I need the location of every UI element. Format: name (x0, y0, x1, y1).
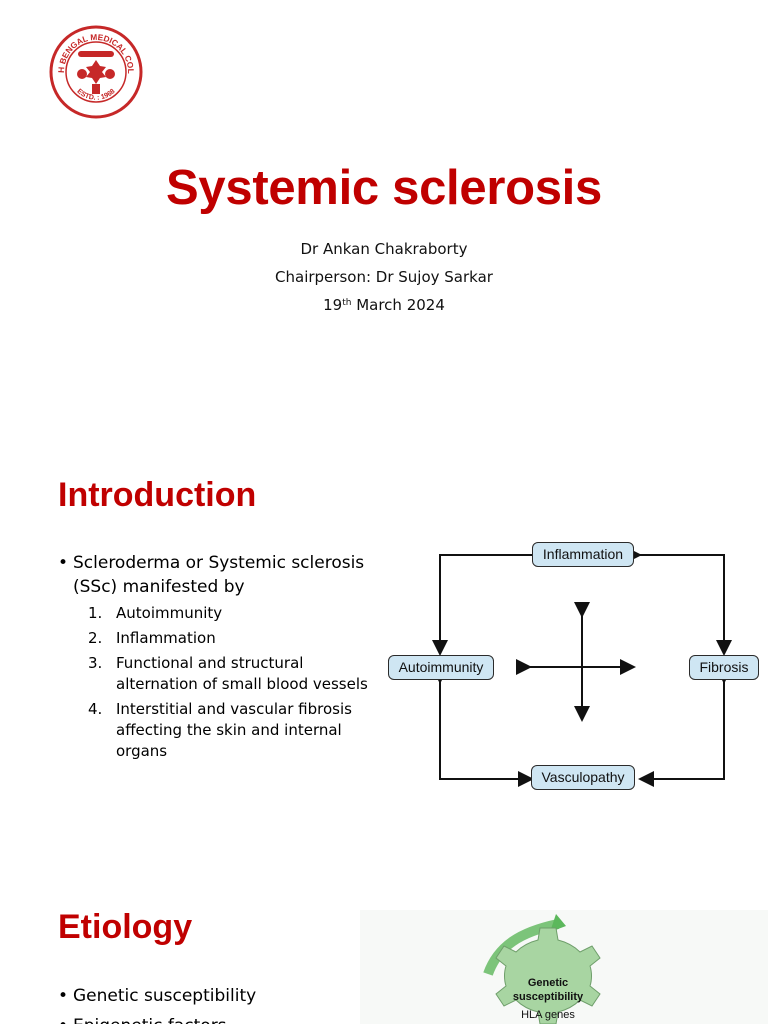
date-day: 19 (323, 296, 343, 314)
list-item: 4. Interstitial and vascular fibrosis af… (88, 699, 378, 762)
section-title-etiology: Etiology (58, 908, 193, 946)
node-fibrosis: Fibrosis (689, 655, 759, 680)
title-slide: NORTH BENGAL MEDICAL COLLEGE ESTD. : 196… (0, 0, 768, 432)
etiology-bullet: • Epigenetic factors (58, 1014, 227, 1024)
list-text: Autoimmunity (116, 604, 223, 622)
bullet-dot: • (58, 986, 69, 1006)
presentation-date: 19th March 2024 (0, 296, 768, 314)
date-month-year: March 2024 (351, 296, 445, 314)
list-item: 1. Autoimmunity (88, 603, 378, 624)
bullet-dot: • (58, 553, 69, 573)
diagram-arrows (432, 547, 732, 787)
bullet-text: Genetic susceptibility (73, 986, 257, 1006)
etiology-figure: Genetic susceptibility HLA genes (360, 910, 768, 1024)
list-text: Functional and structural alternation of… (116, 654, 368, 693)
gear-subtext: HLA genes (521, 1009, 575, 1021)
ssc-pathogenesis-diagram: Inflammation Autoimmunity Fibrosis Vascu… (384, 540, 768, 800)
list-number: 1. (88, 604, 103, 622)
manifestation-list: 1. Autoimmunity 2. Inflammation 3. Funct… (88, 603, 378, 766)
node-inflammation: Inflammation (532, 542, 634, 567)
bullet-dot: • (58, 1014, 68, 1024)
list-number: 2. (88, 629, 103, 647)
list-number: 3. (88, 654, 103, 672)
gear-title-1: Genetic (528, 977, 568, 989)
date-suffix: th (342, 298, 352, 308)
college-logo: NORTH BENGAL MEDICAL COLLEGE ESTD. : 196… (48, 24, 143, 119)
gear-title-2: susceptibility (513, 991, 584, 1003)
list-item: 3. Functional and structural alternation… (88, 653, 378, 695)
bullet-line-1: Scleroderma or Systemic sclerosis (73, 553, 365, 573)
list-item: 2. Inflammation (88, 628, 378, 649)
node-vasculopathy: Vasculopathy (531, 765, 635, 790)
gear-figure: Genetic susceptibility HLA genes (360, 910, 768, 1024)
list-text: Inflammation (116, 629, 216, 647)
section-title-introduction: Introduction (58, 476, 257, 514)
presentation-title: Systemic sclerosis (166, 161, 602, 215)
bullet-text: Epigenetic factors (73, 1016, 227, 1024)
curved-arrow (483, 919, 560, 976)
list-text: Interstitial and vascular fibrosis affec… (116, 700, 352, 760)
logo-emblem (77, 51, 115, 94)
etiology-bullet: • Genetic susceptibility (58, 984, 257, 1008)
chairperson-name: Chairperson: Dr Sujoy Sarkar (275, 268, 493, 286)
introduction-slide: Introduction • Scleroderma or Systemic s… (0, 432, 768, 864)
node-autoimmunity: Autoimmunity (388, 655, 494, 680)
list-number: 4. (88, 700, 103, 718)
intro-bullet: • Scleroderma or Systemic sclerosis (SSc… (58, 551, 365, 599)
bullet-line-2: (SSc) manifested by (73, 577, 245, 597)
genetic-gear-icon (495, 927, 601, 1024)
presenter-name: Dr Ankan Chakraborty (300, 240, 468, 258)
